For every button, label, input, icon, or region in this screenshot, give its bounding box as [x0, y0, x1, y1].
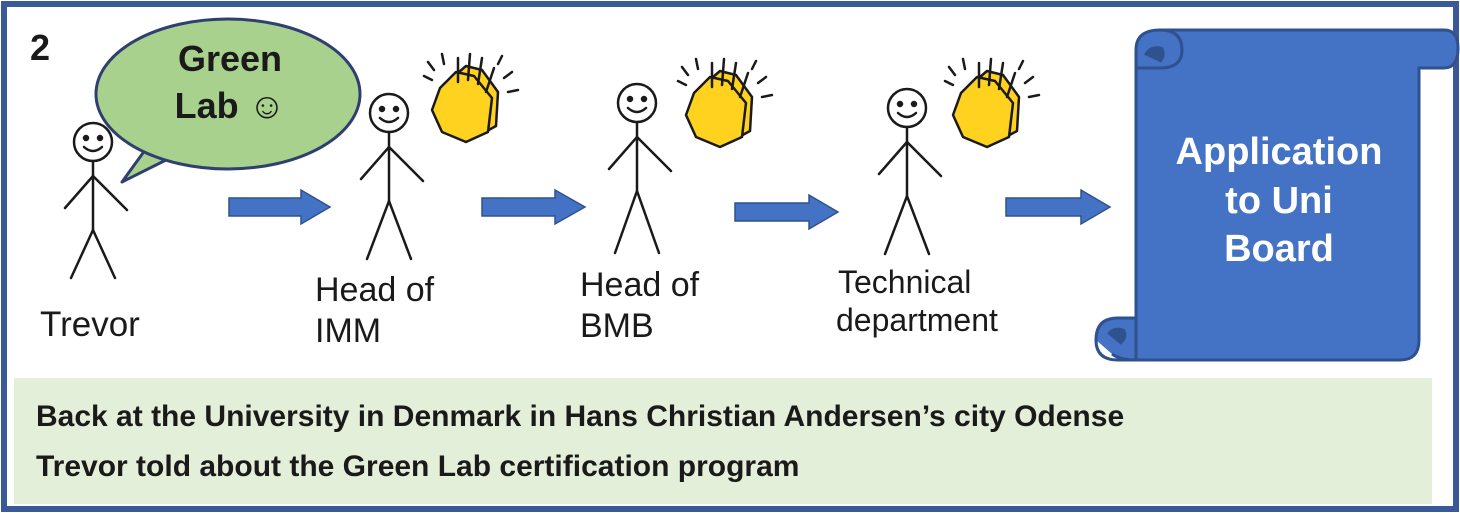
stick-figure-icon [63, 121, 129, 280]
caption-box: Back at the University in Denmark in Han… [14, 378, 1432, 504]
speech-bubble [94, 17, 362, 184]
speech-bubble-text: Green Lab ☺ [130, 36, 330, 130]
scroll-text: Application to Uni Board [1140, 128, 1418, 274]
scroll-icon [1094, 28, 1460, 362]
person-label-line: Head of [580, 266, 700, 304]
right-arrow-icon [1005, 188, 1112, 226]
person-label-technical-department: Technical department [836, 263, 998, 340]
speech-bubble-line1: Green [177, 38, 283, 79]
scroll-line: Application [1175, 131, 1383, 173]
person-label-line: BMB [580, 306, 654, 345]
right-arrow-icon [734, 193, 840, 231]
person-label-line: Technical [838, 264, 972, 300]
step-number: 2 [30, 27, 51, 68]
caption-line2: Trevor told about the Green Lab certific… [36, 450, 800, 483]
clapping-hands-icon [943, 57, 1041, 149]
clapping-hands-icon [422, 52, 520, 144]
person-label-trevor: Trevor [40, 304, 140, 346]
scroll-line: to Uni [1225, 179, 1333, 222]
person-label-line: IMM [315, 311, 382, 350]
person-label-line: department [836, 302, 998, 339]
person-label-head-of-bmb: Head of BMB [580, 265, 699, 347]
person-label-line: Trevor [40, 305, 140, 344]
stick-figure-icon [607, 82, 673, 255]
right-arrow-icon [228, 188, 332, 226]
caption-line1: Back at the University in Denmark in Han… [36, 400, 1125, 433]
stick-figure-icon [877, 87, 943, 256]
speech-bubble-line2: Lab ☺ [174, 84, 286, 126]
person-label-head-of-imm: Head of IMM [315, 270, 434, 352]
clapping-hands-icon [676, 57, 774, 149]
scroll-line: Board [1224, 228, 1334, 271]
right-arrow-icon [481, 188, 587, 226]
person-label-line: Head of [315, 271, 435, 309]
stick-figure-icon [359, 92, 425, 261]
